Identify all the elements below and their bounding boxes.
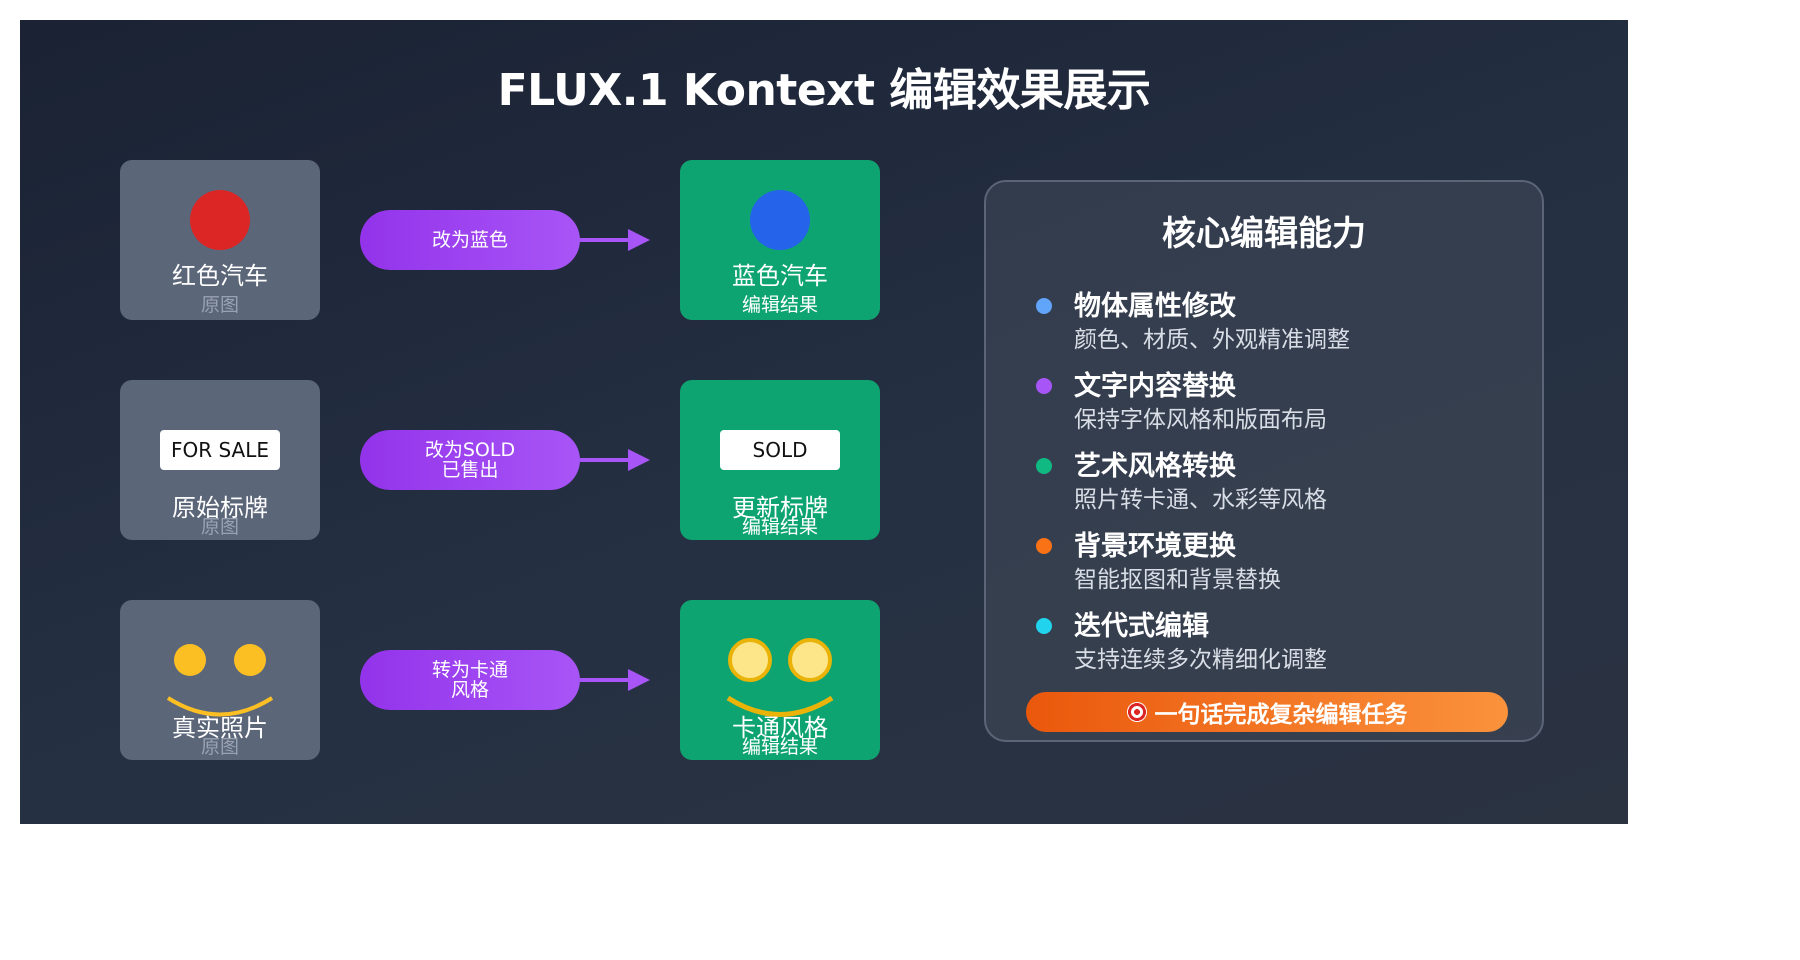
canvas: FLUX.1 Kontext 编辑效果展示 红色汽车 原图 改为蓝色 蓝色汽车 … [20, 20, 1628, 824]
original-card-sign: FOR SALE 原始标牌 原图 [120, 380, 320, 540]
action-pill: 改为SOLD 已售出 [360, 430, 580, 490]
feature-desc: 智能抠图和背景替换 [1074, 567, 1281, 593]
feature-title: 艺术风格转换 [1074, 451, 1236, 482]
feature-title: 物体属性修改 [1074, 291, 1236, 322]
feature-desc: 照片转卡通、水彩等风格 [1074, 487, 1327, 513]
action-label-line1: 转为卡通 [431, 659, 508, 681]
card-sublabel: 原图 [200, 736, 239, 758]
cta-banner: 一句话完成复杂编辑任务 [1026, 692, 1508, 732]
feature-item: 艺术风格转换 照片转卡通、水彩等风格 [1036, 450, 1516, 514]
action-label: 改为蓝色 [431, 229, 508, 251]
bullet-icon [1036, 298, 1052, 314]
sold-sign: SOLD [720, 430, 840, 470]
feature-title: 迭代式编辑 [1074, 611, 1209, 642]
card-label: 更新标牌 [732, 494, 828, 522]
edited-card-cartoon: 卡通风格 编辑结果 [680, 600, 880, 760]
right-eye-icon [234, 644, 266, 676]
smile-icon [726, 695, 834, 717]
card-sublabel: 编辑结果 [741, 294, 818, 316]
arrow-line [580, 678, 630, 682]
feature-title: 背景环境更换 [1074, 531, 1236, 562]
feature-item: 文字内容替换 保持字体风格和版面布局 [1036, 370, 1516, 434]
arrow-line [580, 458, 630, 462]
left-eye-icon [728, 638, 772, 682]
feature-desc: 颜色、材质、外观精准调整 [1074, 327, 1350, 353]
feature-desc: 保持字体风格和版面布局 [1074, 407, 1327, 433]
arrow-line [580, 238, 630, 242]
action-pill: 改为蓝色 [360, 210, 580, 270]
bullet-icon [1036, 378, 1052, 394]
original-card-photo: 真实照片 原图 [120, 600, 320, 760]
action-label-line1: 改为SOLD [424, 439, 516, 461]
feature-item: 物体属性修改 颜色、材质、外观精准调整 [1036, 290, 1516, 354]
edited-card-sign: SOLD 更新标牌 编辑结果 [680, 380, 880, 540]
card-sublabel: 编辑结果 [741, 736, 818, 758]
card-label: 卡通风格 [732, 714, 828, 742]
feature-title: 文字内容替换 [1074, 371, 1236, 402]
feature-desc: 支持连续多次精细化调整 [1074, 647, 1327, 673]
blue-car-icon [750, 190, 810, 250]
feature-item: 迭代式编辑 支持连续多次精细化调整 [1036, 610, 1516, 674]
panel-title: 核心编辑能力 [1162, 214, 1366, 254]
card-sublabel: 原图 [200, 516, 239, 538]
bullet-icon [1036, 458, 1052, 474]
action-pill: 转为卡通 风格 [360, 650, 580, 710]
smile-icon [166, 696, 274, 717]
arrow-icon [628, 449, 650, 471]
capability-panel: 核心编辑能力 物体属性修改 颜色、材质、外观精准调整 文字内容替换 保持字体风格… [984, 180, 1544, 742]
bullet-icon [1036, 618, 1052, 634]
card-sublabel: 原图 [200, 294, 239, 316]
action-label-line2: 风格 [450, 679, 489, 701]
for-sale-sign: FOR SALE [160, 430, 280, 470]
card-label: 真实照片 [172, 714, 268, 742]
arrow-icon [628, 229, 650, 251]
left-eye-icon [174, 644, 206, 676]
action-label-line2: 已售出 [441, 459, 499, 481]
feature-item: 背景环境更换 智能抠图和背景替换 [1036, 530, 1516, 594]
card-label: 红色汽车 [172, 262, 268, 290]
right-eye-icon [788, 638, 832, 682]
bullet-icon [1036, 538, 1052, 554]
edited-card-blue-car: 蓝色汽车 编辑结果 [680, 160, 880, 320]
cta-label: 一句话完成复杂编辑任务 [1154, 702, 1408, 728]
arrow-icon [628, 669, 650, 691]
page-title: FLUX.1 Kontext 编辑效果展示 [497, 65, 1151, 116]
card-label: 蓝色汽车 [732, 262, 828, 290]
card-sublabel: 编辑结果 [741, 516, 818, 538]
original-card-red-car: 红色汽车 原图 [120, 160, 320, 320]
red-car-icon [190, 190, 250, 250]
card-label: 原始标牌 [172, 494, 268, 522]
target-icon [1126, 702, 1147, 722]
